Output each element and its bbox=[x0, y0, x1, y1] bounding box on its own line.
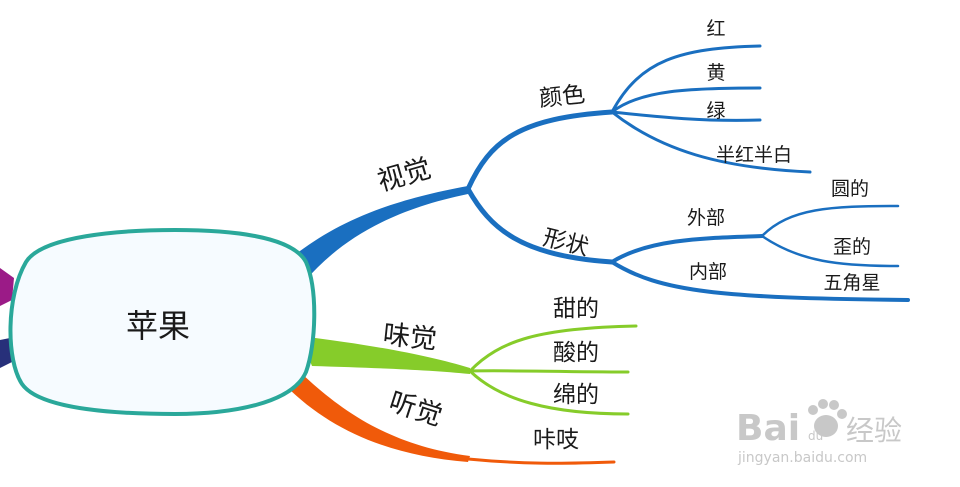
hearing-trunk bbox=[286, 372, 470, 462]
baidu-watermark: Bai du 经验 jingyan.baidu.com bbox=[736, 399, 902, 466]
shape-label[interactable]: 形状 bbox=[540, 225, 591, 261]
visual-to-shape-line bbox=[465, 186, 615, 265]
outer-label[interactable]: 外部 bbox=[687, 207, 725, 229]
outer-leaf-line-crooked bbox=[760, 234, 900, 268]
taste-branch bbox=[300, 324, 638, 416]
outer-leaf-line-round bbox=[760, 204, 900, 238]
paw-icon bbox=[808, 399, 847, 437]
hearing-item-crunch[interactable]: 咔吱 bbox=[533, 427, 579, 453]
hearing-leaf-line-crunch bbox=[466, 457, 616, 465]
left-branch-purple bbox=[0, 268, 14, 306]
color-leaf-line-halfred bbox=[610, 110, 812, 174]
shape-to-inner-line bbox=[610, 260, 910, 302]
watermark-brand-c: 经验 bbox=[846, 414, 902, 447]
hearing-branch bbox=[286, 372, 616, 465]
hearing-label[interactable]: 听觉 bbox=[385, 386, 446, 432]
center-node-shape bbox=[8, 227, 317, 417]
color-item-green[interactable]: 绿 bbox=[706, 100, 725, 122]
color-item-yellow[interactable]: 黄 bbox=[706, 62, 725, 84]
watermark-url: jingyan.baidu.com bbox=[737, 450, 867, 466]
color-leaf-line-green bbox=[610, 110, 762, 122]
outer-item-crooked[interactable]: 歪的 bbox=[833, 236, 871, 258]
inner-label[interactable]: 内部 bbox=[689, 261, 727, 283]
color-leaf-line-red bbox=[610, 44, 762, 114]
center-label: 苹果 bbox=[126, 307, 190, 345]
outer-item-round[interactable]: 圆的 bbox=[831, 178, 869, 200]
taste-label[interactable]: 味觉 bbox=[381, 319, 438, 355]
watermark-brand-b: du bbox=[808, 429, 823, 443]
color-item-red[interactable]: 红 bbox=[706, 18, 725, 40]
shape-to-outer-line bbox=[610, 234, 764, 264]
taste-item-sour[interactable]: 酸的 bbox=[553, 340, 599, 366]
taste-leaf-line-sour bbox=[468, 369, 630, 374]
outer-item-star[interactable]: 五角星 bbox=[823, 272, 880, 294]
visual-to-color-line bbox=[465, 109, 615, 192]
center-node[interactable]: 苹果 bbox=[8, 227, 317, 417]
taste-trunk bbox=[300, 336, 470, 374]
watermark-brand-a: Bai bbox=[736, 408, 800, 449]
taste-item-soft[interactable]: 绵的 bbox=[553, 382, 599, 408]
taste-leaf-line-sweet bbox=[468, 324, 638, 373]
taste-item-sweet[interactable]: 甜的 bbox=[553, 296, 599, 322]
left-branch-navy bbox=[0, 338, 12, 368]
color-label[interactable]: 颜色 bbox=[538, 82, 586, 113]
taste-leaf-line-soft bbox=[468, 369, 630, 416]
color-leaf-line-yellow bbox=[610, 86, 762, 114]
color-item-halfred[interactable]: 半红半白 bbox=[716, 144, 792, 166]
visual-trunk bbox=[286, 186, 468, 282]
visual-label[interactable]: 视觉 bbox=[374, 153, 434, 198]
